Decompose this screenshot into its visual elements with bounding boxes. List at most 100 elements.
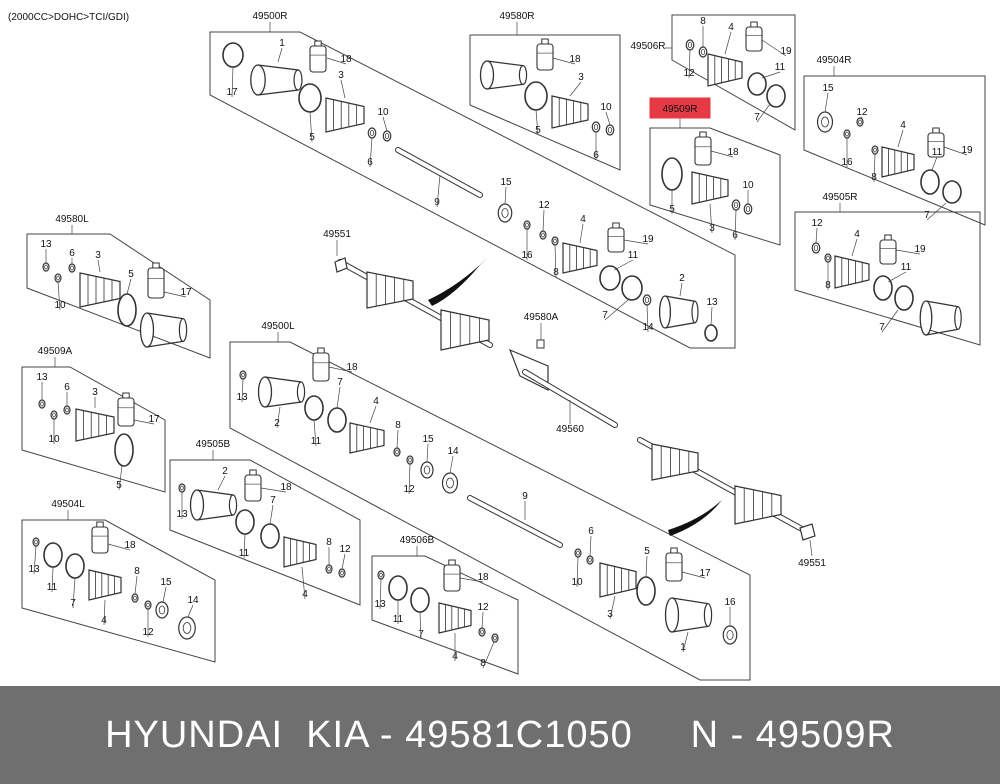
- leader-line: [459, 577, 484, 583]
- leader-line: [931, 156, 938, 171]
- part-number-label: 10: [600, 102, 612, 113]
- washer-hole: [379, 572, 383, 578]
- washer-hole: [384, 133, 390, 139]
- part-number-label: 10: [742, 180, 754, 191]
- snap-ring: [621, 275, 643, 301]
- washer-hole: [65, 407, 69, 413]
- leader-line: [710, 150, 734, 158]
- washer-hole: [858, 119, 862, 125]
- leader-line: [33, 545, 37, 575]
- leader-line: [815, 227, 818, 244]
- snap-ring: [766, 84, 786, 108]
- grease-tube: [117, 397, 135, 427]
- grease-tube-cap: [670, 547, 678, 554]
- leader-line: [382, 116, 388, 132]
- leader-line: [336, 386, 341, 409]
- group-label-49506B: 49506B: [400, 535, 435, 546]
- washer-hole: [501, 208, 509, 218]
- cv-boot: [881, 146, 915, 178]
- leader-line: [710, 306, 713, 326]
- cv-boot-body: [349, 422, 385, 454]
- leader-line: [609, 595, 616, 620]
- washer: [63, 405, 71, 415]
- bolt-49580A: [536, 339, 545, 349]
- group-label-49500R: 49500R: [252, 11, 287, 22]
- cv-boot-body: [834, 255, 870, 289]
- group-frame-49505R: [794, 211, 981, 346]
- leader-line: [554, 244, 557, 278]
- snap-ring: [636, 576, 656, 606]
- leader-line: [217, 475, 226, 491]
- part-number-label: 12: [538, 200, 550, 211]
- leader-line: [260, 487, 287, 493]
- grease-tube: [91, 526, 109, 554]
- leader-line: [340, 79, 346, 99]
- leader-line: [943, 146, 968, 156]
- grease-tube-cap: [699, 131, 707, 138]
- washer-hole: [34, 539, 38, 545]
- pointer-arrow-upper: [428, 258, 487, 306]
- leader-line: [482, 641, 495, 669]
- washer-hole: [576, 550, 580, 556]
- part-number-label: 3: [95, 250, 101, 261]
- leader-line: [645, 555, 648, 578]
- washer: [539, 230, 547, 240]
- leader-line: [897, 129, 904, 148]
- leader-line: [369, 137, 373, 168]
- snap-ring: [222, 42, 244, 68]
- part-number-label: 4: [854, 229, 860, 240]
- leader-line: [313, 419, 317, 447]
- grease-tube: [147, 267, 165, 299]
- grease-tube: [443, 564, 461, 592]
- snap-ring: [304, 395, 324, 421]
- group-label-49505B: 49505B: [196, 439, 231, 450]
- washer: [491, 633, 499, 643]
- washer-hole: [180, 485, 184, 491]
- cv-boot: [651, 443, 699, 481]
- washer: [42, 262, 50, 272]
- leader-line: [187, 604, 194, 618]
- group-frame-49580L: [26, 233, 211, 359]
- leader-line: [408, 463, 411, 495]
- cv-boot: [707, 53, 743, 87]
- leader-line: [369, 405, 377, 424]
- cv-boot-body: [691, 171, 729, 205]
- group-label-49580R: 49580R: [499, 11, 534, 22]
- part-number-label: 11: [311, 436, 322, 447]
- washer: [722, 625, 738, 645]
- grease-tube: [745, 26, 763, 52]
- part-number-label: 19: [780, 46, 792, 57]
- part-number-label: 12: [856, 107, 868, 118]
- washer: [393, 447, 401, 457]
- leader-line: [426, 443, 429, 463]
- cv-boot-body: [651, 443, 699, 481]
- group-label-49551-upper: 49551: [323, 229, 351, 240]
- group-frame-49509R: [649, 127, 781, 246]
- cv-boot-body: [881, 146, 915, 178]
- joint-housing-face: [658, 295, 672, 329]
- snap-ring: [298, 83, 322, 113]
- leader-line: [761, 71, 781, 79]
- part-number-label: 7: [754, 112, 760, 123]
- part-number-label: 8: [326, 537, 332, 548]
- washer-hole: [525, 222, 529, 228]
- joint-housing-face: [919, 300, 933, 336]
- group-label-49551-lower: 49551: [798, 558, 826, 569]
- part-number-label: 19: [914, 244, 926, 255]
- snap-ring: [65, 553, 85, 579]
- leader-line: [51, 566, 54, 593]
- leader-line: [481, 611, 484, 629]
- leader-line: [126, 278, 132, 295]
- group-label-49500L: 49500L: [261, 321, 295, 332]
- part-number-label: 4: [580, 214, 586, 225]
- snap-ring: [704, 324, 718, 342]
- leader-line: [449, 455, 454, 474]
- part-number-label: 8: [553, 267, 559, 278]
- group-label-49504R: 49504R: [816, 55, 851, 66]
- washer-hole: [541, 232, 545, 238]
- part-number-label: 19: [961, 145, 973, 156]
- grease-tube-cap: [314, 40, 322, 47]
- washer-hole: [423, 465, 431, 475]
- washer-hole: [369, 130, 375, 136]
- part-number-label: 13: [36, 372, 48, 383]
